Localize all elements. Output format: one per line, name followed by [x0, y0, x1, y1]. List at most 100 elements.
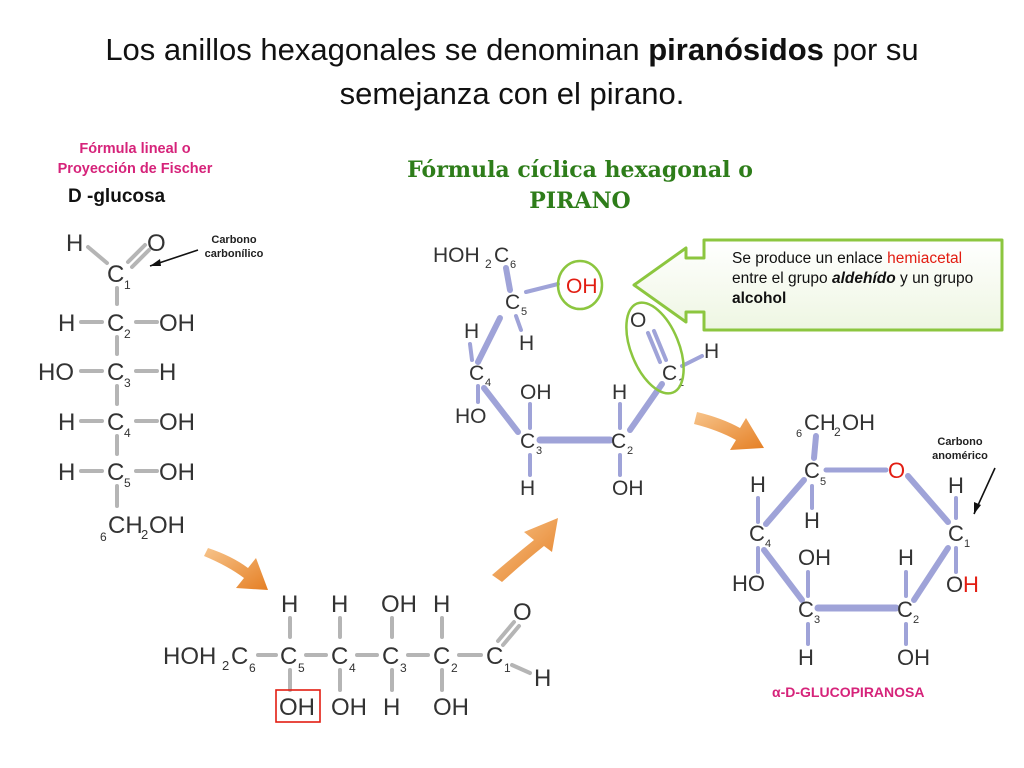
svg-text:C: C	[505, 291, 520, 314]
callout-text: Se produce un enlace hemiacetal entre el…	[732, 249, 997, 309]
callout-text-5: y un grupo	[895, 270, 974, 287]
slide-title: Los anillos hexagonales se denominan pir…	[40, 28, 984, 116]
svg-text:OH: OH	[159, 409, 195, 436]
callout-alcohol: alcohol	[732, 290, 787, 307]
svg-text:H: H	[612, 381, 627, 404]
svg-text:H: H	[519, 332, 534, 355]
svg-text:C: C	[107, 261, 124, 288]
svg-text:HO: HO	[455, 405, 487, 428]
svg-text:3: 3	[124, 376, 131, 390]
svg-text:OH: OH	[331, 694, 367, 721]
carbonyl-note-line2: carbonílico	[204, 248, 264, 260]
title-part2: por su semejanza con el pirano.	[339, 32, 919, 111]
alpha-symbol: α	[772, 684, 781, 700]
svg-text:H: H	[750, 472, 766, 497]
svg-text:C: C	[331, 643, 348, 670]
svg-text:O: O	[946, 572, 963, 597]
fischer-label: Fórmula lineal o Proyección de Fischer	[20, 139, 250, 179]
cyclic-label-line1: Fórmula cíclica hexagonal o	[407, 157, 753, 183]
svg-text:2: 2	[485, 257, 492, 271]
svg-text:C: C	[231, 643, 248, 670]
product-name-label: α-D-GLUCOPIRANOSA	[772, 684, 925, 700]
svg-text:C: C	[280, 643, 297, 670]
svg-text:2: 2	[222, 658, 229, 673]
svg-text:4: 4	[124, 426, 131, 440]
svg-text:3: 3	[400, 661, 407, 675]
svg-text:HOH: HOH	[433, 244, 480, 267]
svg-text:2: 2	[451, 661, 458, 675]
svg-text:C: C	[107, 359, 124, 386]
svg-text:H: H	[798, 645, 814, 670]
svg-text:HO: HO	[38, 359, 74, 386]
d-glucosa-label: D -glucosa	[68, 186, 166, 207]
svg-text:O: O	[147, 230, 166, 257]
svg-text:C: C	[494, 244, 509, 267]
svg-text:OH: OH	[520, 381, 552, 404]
svg-text:5: 5	[298, 661, 305, 675]
svg-text:2: 2	[124, 327, 131, 341]
svg-text:2: 2	[627, 445, 633, 457]
svg-text:H: H	[963, 572, 979, 597]
svg-text:1: 1	[964, 538, 970, 550]
svg-text:4: 4	[485, 377, 491, 389]
title-part1: Los anillos hexagonales se denominan	[105, 32, 649, 67]
svg-text:C: C	[662, 362, 677, 385]
svg-text:4: 4	[349, 661, 356, 675]
svg-text:H: H	[804, 508, 820, 533]
svg-text:C: C	[486, 643, 503, 670]
svg-text:2: 2	[834, 425, 841, 439]
svg-text:C: C	[611, 430, 626, 453]
svg-text:C: C	[804, 458, 820, 483]
title-bold: piranósidos	[648, 32, 824, 67]
svg-text:5: 5	[820, 476, 826, 488]
svg-text:1: 1	[124, 278, 131, 292]
svg-text:C: C	[520, 430, 535, 453]
callout-text-3: entre el grupo	[732, 270, 832, 287]
svg-text:H: H	[159, 359, 176, 386]
svg-text:OH: OH	[149, 512, 185, 539]
svg-text:3: 3	[814, 614, 820, 626]
svg-text:O: O	[630, 309, 646, 332]
svg-text:OH: OH	[842, 410, 875, 435]
svg-text:6: 6	[510, 259, 516, 271]
svg-text:HO: HO	[732, 571, 765, 596]
svg-text:H: H	[58, 409, 75, 436]
svg-text:H: H	[704, 340, 719, 363]
svg-text:CH: CH	[108, 512, 143, 539]
svg-text:HOH: HOH	[163, 643, 216, 670]
hydroxyl-highlight-ellipse	[556, 259, 604, 311]
svg-text:3: 3	[536, 445, 542, 457]
svg-text:5: 5	[124, 476, 131, 490]
arrow-right-down	[694, 412, 764, 450]
svg-text:C: C	[433, 643, 450, 670]
svg-text:C: C	[382, 643, 399, 670]
svg-text:H: H	[464, 320, 479, 343]
svg-text:H: H	[58, 459, 75, 486]
arrow-up-right	[492, 518, 558, 582]
fischer-label-line1: Fórmula lineal o	[79, 141, 191, 157]
svg-text:2: 2	[913, 614, 919, 626]
svg-text:C: C	[469, 362, 484, 385]
svg-text:H: H	[534, 665, 551, 692]
anomeric-note-line1: Carbono	[937, 436, 983, 448]
cyclic-label: Fórmula cíclica hexagonal o PIRANO	[380, 155, 780, 217]
fischer-label-line2: Proyección de Fischer	[57, 161, 213, 177]
svg-text:C: C	[798, 597, 814, 622]
svg-text:H: H	[383, 694, 400, 721]
svg-text:C: C	[897, 597, 913, 622]
cyclic-label-line2: PIRANO	[529, 188, 631, 214]
svg-text:4: 4	[765, 538, 771, 550]
anomeric-note: Carbono anomérico	[922, 435, 998, 463]
anomeric-pointer-head	[974, 502, 981, 514]
svg-text:OH: OH	[279, 694, 315, 721]
carbonyl-pointer-head	[150, 259, 161, 266]
svg-text:C: C	[107, 409, 124, 436]
svg-text:OH: OH	[566, 275, 598, 298]
svg-text:OH: OH	[897, 645, 930, 670]
carbonyl-highlight-ellipse	[625, 301, 685, 395]
